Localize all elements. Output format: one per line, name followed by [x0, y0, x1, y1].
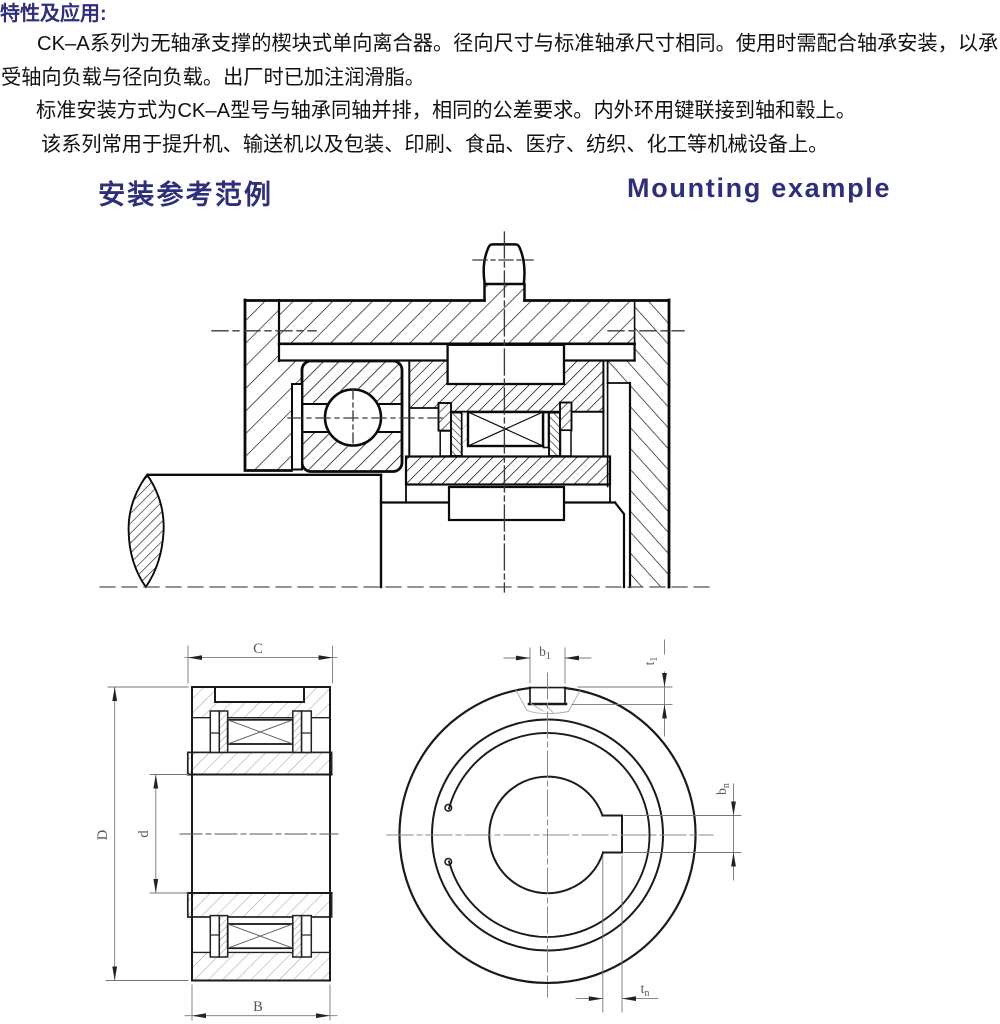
- svg-text:B: B: [253, 999, 263, 1015]
- svg-text:b1: b1: [539, 644, 551, 662]
- svg-text:d: d: [136, 830, 152, 838]
- svg-text:tn: tn: [641, 981, 650, 999]
- svg-text:C: C: [253, 641, 263, 657]
- svg-text:D: D: [95, 830, 111, 840]
- svg-text:bn: bn: [714, 783, 732, 795]
- svg-text:t1: t1: [642, 657, 660, 666]
